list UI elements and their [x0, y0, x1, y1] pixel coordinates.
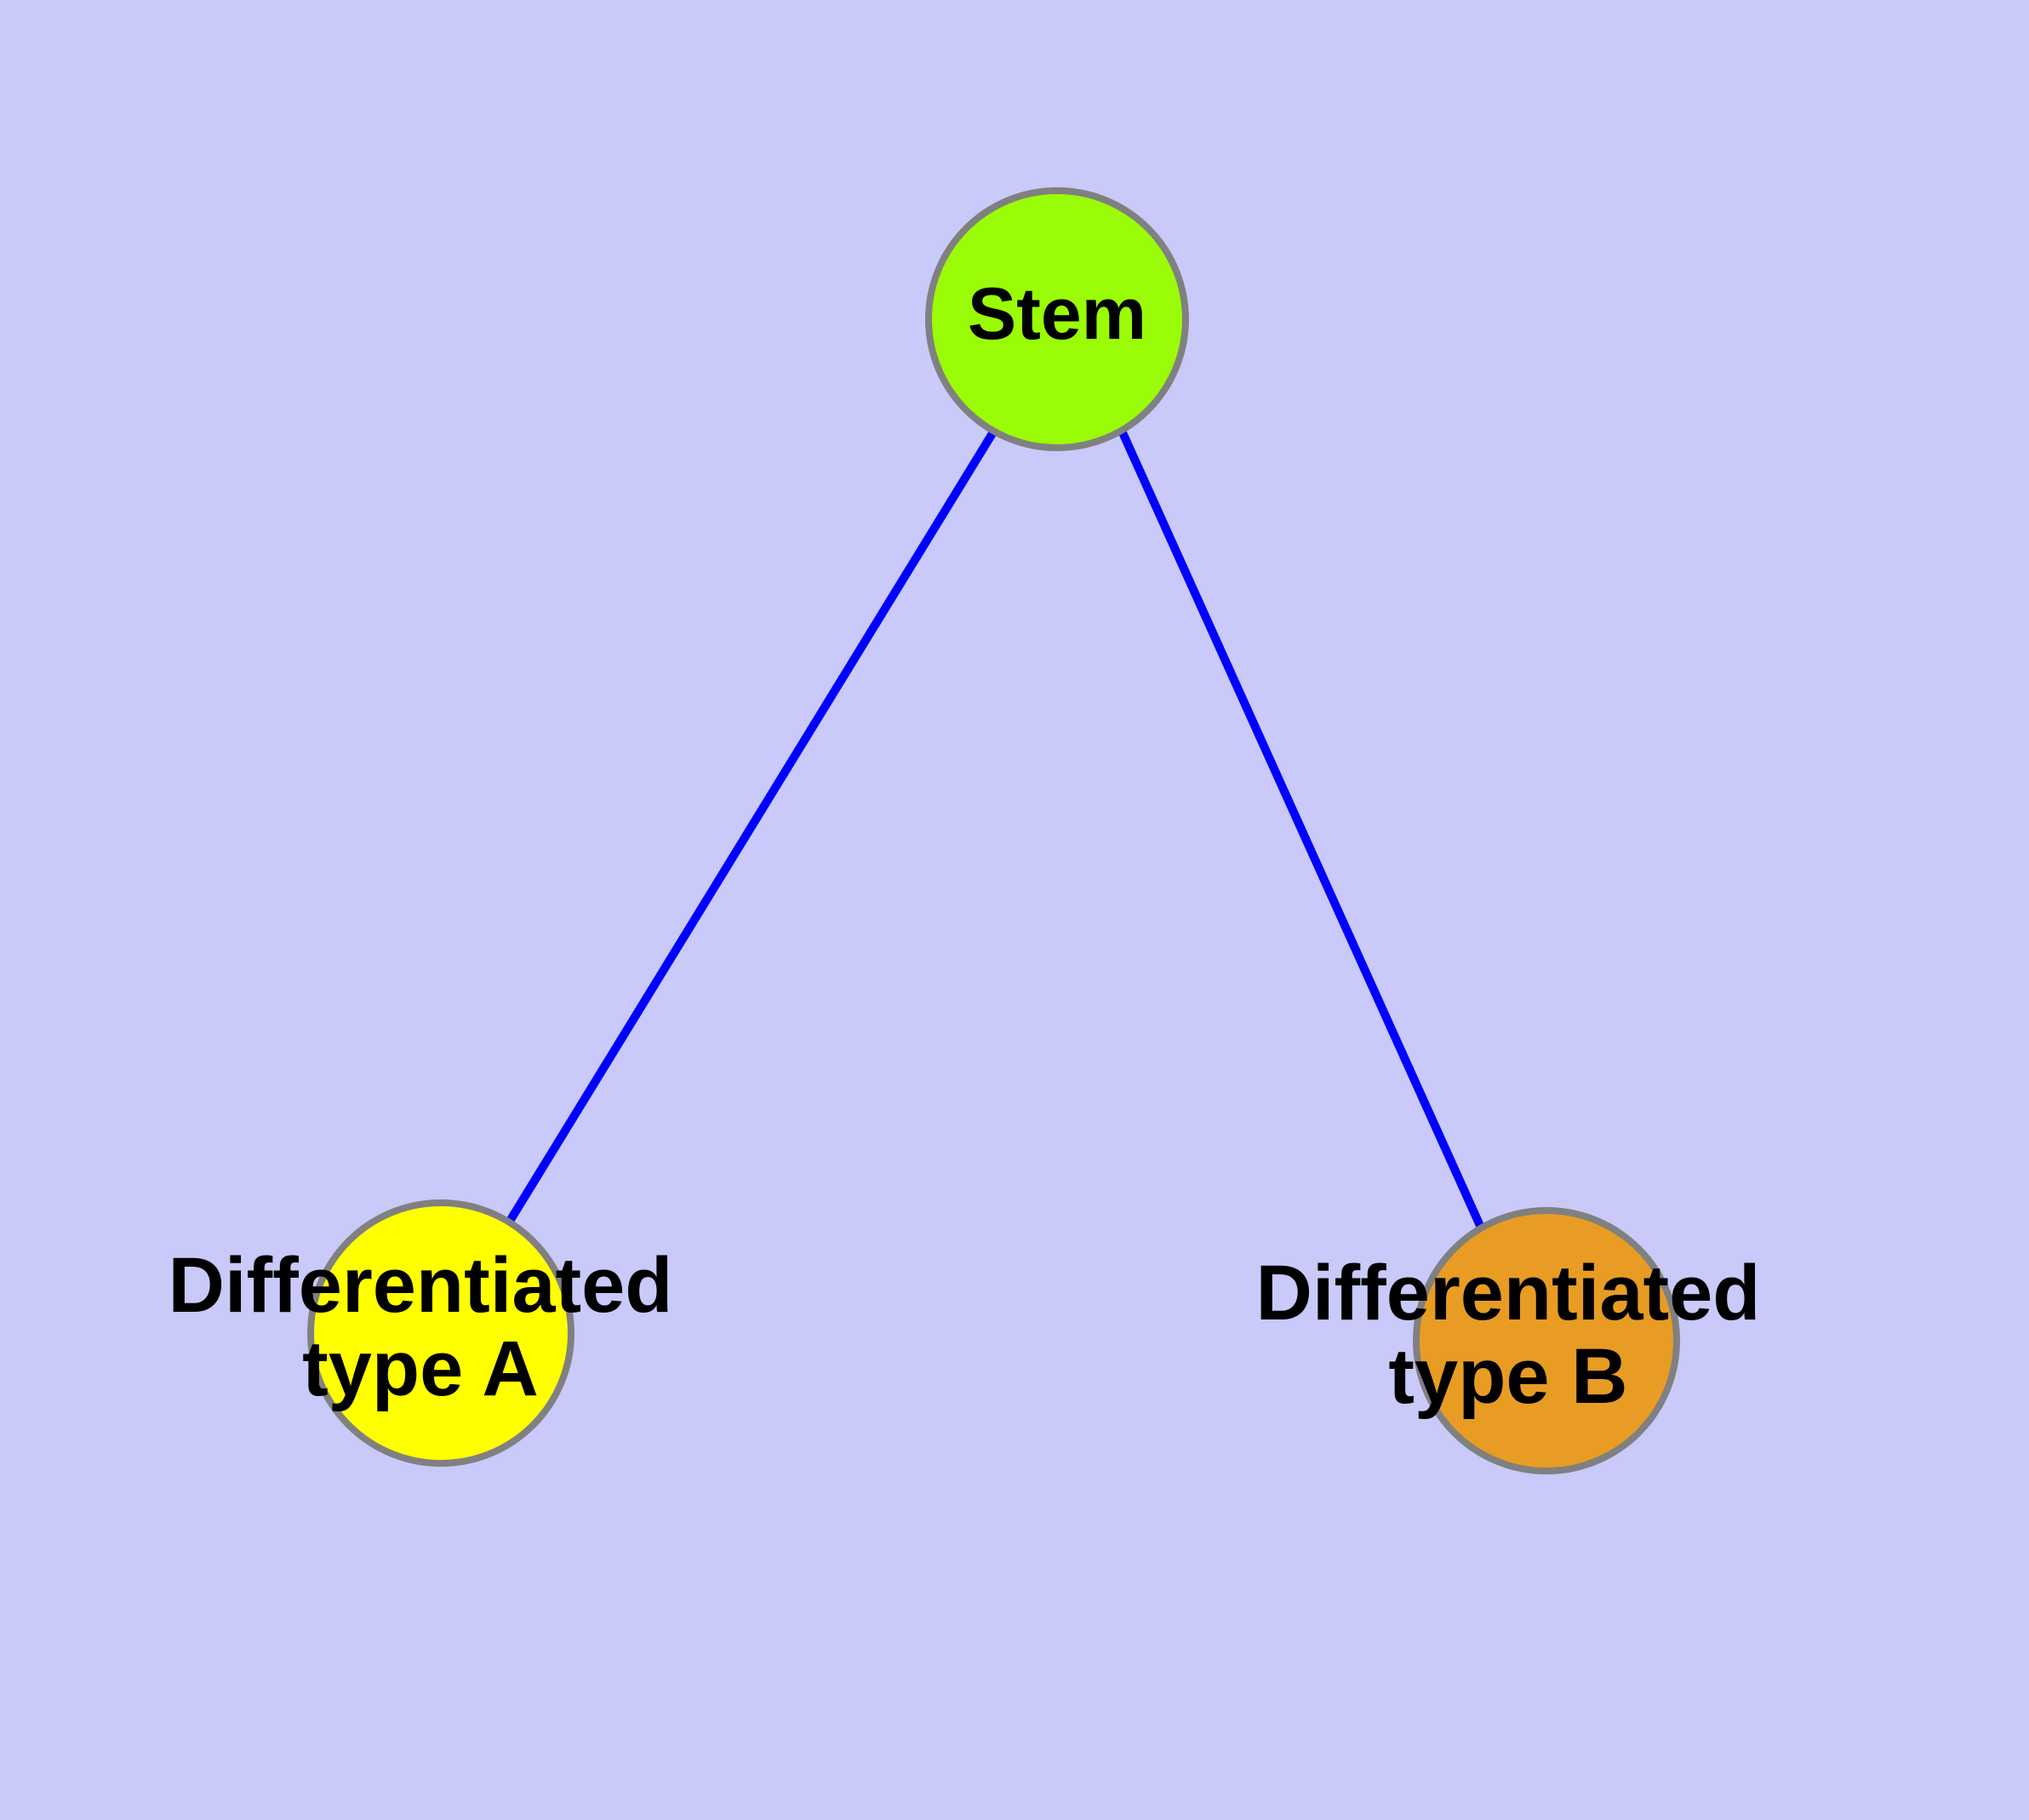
graph-node-diff-b[interactable] [1413, 1207, 1680, 1474]
graph-node-label-stem: Stem [968, 273, 1146, 355]
label-line: type A [302, 1325, 539, 1412]
label-line: type B [1388, 1333, 1627, 1420]
graph-edge-stem-to-b[interactable] [1117, 428, 1485, 1230]
graph-edge-stem-to-a[interactable] [505, 428, 998, 1225]
label-line: Differentiated [1256, 1251, 1761, 1337]
graph-node-stem[interactable] [925, 187, 1189, 451]
label-line: Differentiated [169, 1243, 673, 1330]
nodes-layer [307, 187, 1680, 1474]
edges-layer [505, 428, 1485, 1230]
label-line: Stem [968, 273, 1146, 355]
graph-node-diff-a[interactable] [307, 1199, 574, 1467]
